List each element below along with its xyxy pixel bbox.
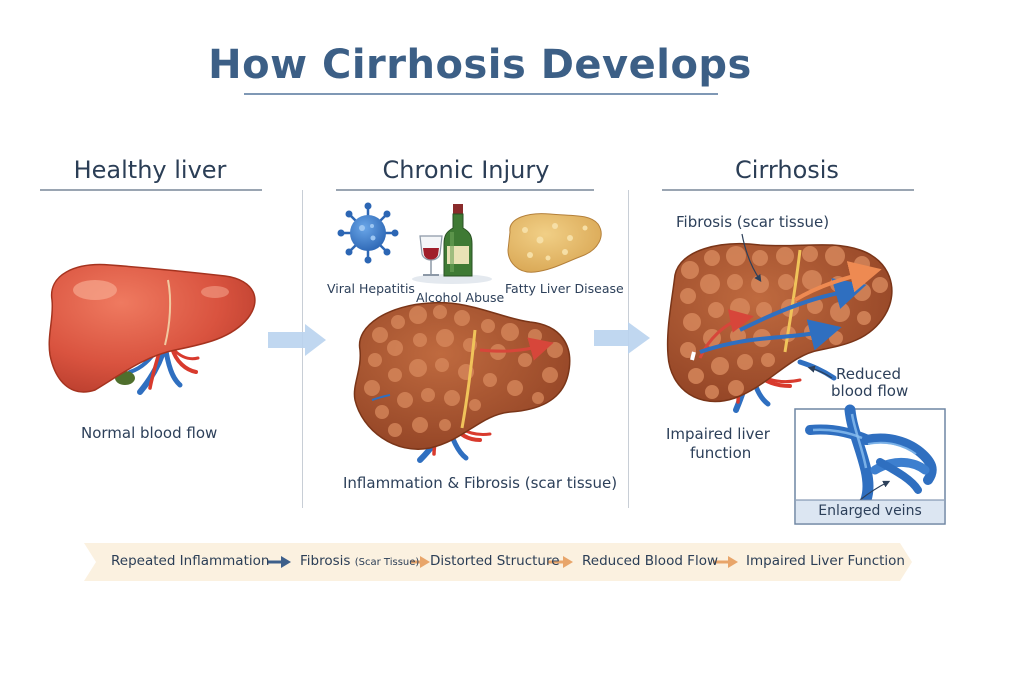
flow-step-fibrosis: Fibrosis (Scar Tissue) bbox=[300, 553, 419, 569]
caption-inflammation-fibrosis: Inflammation & Fibrosis (scar tissue) bbox=[343, 474, 618, 492]
label-function: function bbox=[690, 444, 752, 462]
flow-step-reduced-blood-flow: Reduced Blood Flow bbox=[582, 553, 719, 569]
heading-healthy: Healthy liver bbox=[73, 156, 227, 184]
column-separator-1 bbox=[302, 190, 303, 508]
label-reduced: Reduced bbox=[836, 365, 902, 383]
flow-step-fibrosis-main: Fibrosis bbox=[300, 553, 355, 569]
inset-caption-enlarged-veins: Enlarged veins bbox=[818, 503, 922, 519]
flow-step-fibrosis-note: (Scar Tissue) bbox=[354, 557, 420, 568]
heading-cirrhosis: Cirrhosis bbox=[735, 156, 839, 184]
flow-step-repeated-inflammation: Repeated Inflammation bbox=[111, 553, 270, 569]
label-fibrosis: Fibrosis (scar tissue) bbox=[676, 213, 830, 231]
flow-step-distorted-structure: Distorted Structure bbox=[430, 553, 560, 569]
cirrhotic-liver bbox=[666, 243, 893, 413]
cause-fatty-liver-disease: Fatty Liver Disease bbox=[505, 281, 624, 296]
progress-arrow-1 bbox=[268, 324, 326, 356]
label-blood-flow: blood flow bbox=[831, 382, 909, 400]
virus-icon bbox=[337, 202, 399, 264]
healthy-liver bbox=[48, 263, 256, 395]
heading-injury: Chronic Injury bbox=[382, 156, 550, 184]
label-impaired-liver: Impaired liver bbox=[666, 425, 770, 443]
heading-injury-rule bbox=[336, 189, 594, 191]
enlarged-veins-inset bbox=[794, 404, 946, 525]
progress-arrow-2 bbox=[594, 322, 650, 354]
heading-cirrhosis-rule bbox=[662, 189, 914, 191]
process-flow-band bbox=[84, 543, 912, 581]
injured-liver bbox=[353, 301, 571, 463]
heading-healthy-rule bbox=[40, 189, 262, 191]
alcohol-icon bbox=[412, 204, 492, 284]
cause-viral-hepatitis: Viral Hepatitis bbox=[327, 281, 415, 296]
title-underline bbox=[244, 93, 718, 95]
cause-alcohol-abuse: Alcohol Abuse bbox=[416, 290, 505, 305]
fatty-liver-icon bbox=[507, 213, 602, 273]
flow-step-impaired-liver-function: Impaired Liver Function bbox=[746, 553, 905, 569]
caption-normal-blood-flow: Normal blood flow bbox=[81, 424, 218, 442]
page-title: How Cirrhosis Develops bbox=[208, 42, 752, 88]
